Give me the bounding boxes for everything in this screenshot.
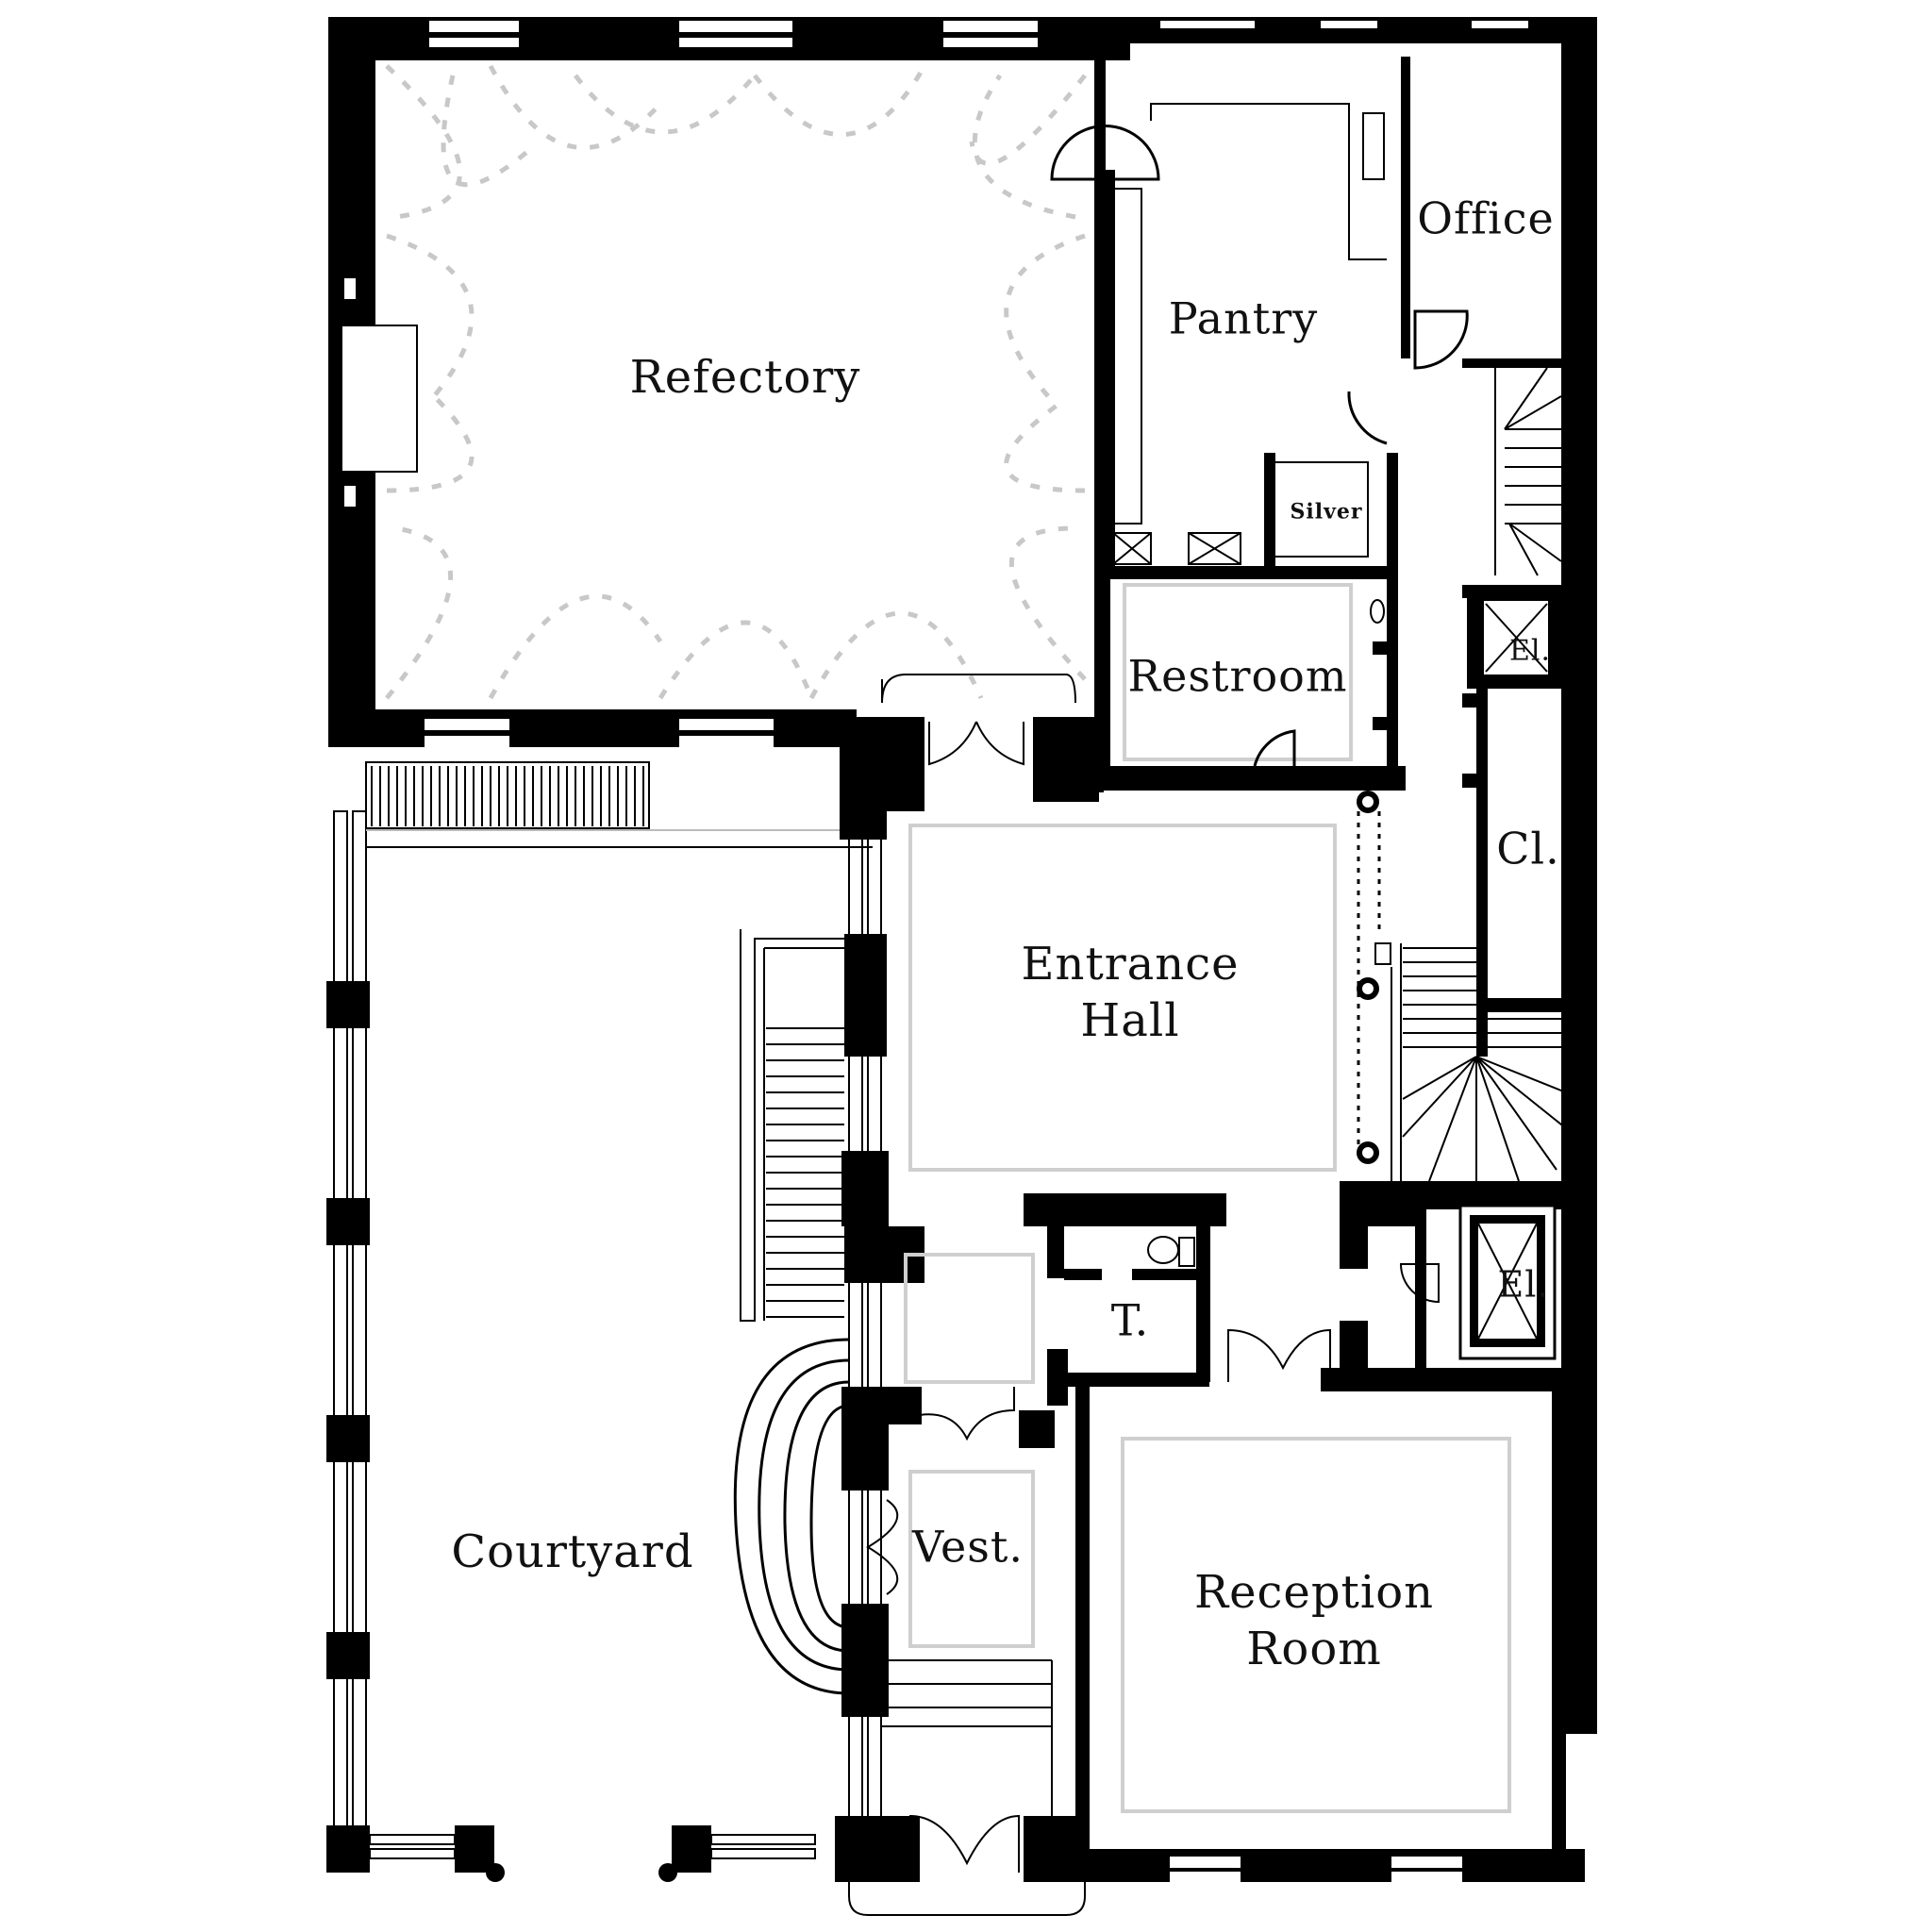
room-label-elevator-upper: El. xyxy=(1508,634,1552,668)
courtyard-stair-treads xyxy=(766,1027,844,1318)
service-doors xyxy=(1050,125,1469,445)
vestibule-area xyxy=(848,1253,1086,1916)
portico-grille xyxy=(371,766,644,826)
courtyard-walls xyxy=(326,761,873,1882)
entrance-hall-colonnade xyxy=(1357,791,1391,1164)
room-label-reception-room: Reception Room xyxy=(1194,1564,1434,1677)
entrance-hall-line1: Entrance xyxy=(1021,938,1240,991)
room-label-silver: Silver xyxy=(1290,499,1363,525)
reception-room-line1: Reception xyxy=(1193,1566,1435,1619)
room-label-toilet: T. xyxy=(1110,1294,1150,1346)
room-label-pantry: Pantry xyxy=(1168,292,1319,344)
room-label-elevator-lower: El. xyxy=(1497,1263,1550,1306)
entry-round-steps xyxy=(733,1338,850,1695)
refectory-walls xyxy=(328,17,1130,747)
courtyard-stair xyxy=(740,929,849,1322)
reception-room-line2: Room xyxy=(1246,1623,1382,1675)
room-label-entrance-hall: Entrance Hall xyxy=(1021,936,1239,1049)
room-label-closet: Cl. xyxy=(1496,823,1560,874)
room-label-courtyard: Courtyard xyxy=(451,1525,694,1578)
pantry-fixtures xyxy=(1108,103,1387,565)
service-stair xyxy=(1494,367,1562,576)
entrance-hall-line2: Hall xyxy=(1080,994,1180,1047)
main-stair-treads xyxy=(1403,947,1476,1048)
restroom-walls xyxy=(1099,566,1406,783)
reception-doors xyxy=(1227,1193,1594,1391)
toilet-room xyxy=(1024,1193,1226,1406)
room-label-refectory: Refectory xyxy=(629,351,861,404)
elevator-upper xyxy=(1467,585,1566,689)
refectory-ceiling-pattern xyxy=(385,64,1087,700)
room-label-restroom: Restroom xyxy=(1127,650,1348,702)
reception-room-walls xyxy=(1075,1387,1585,1883)
closet-walls xyxy=(1462,693,1488,809)
room-label-vestibule: Vest. xyxy=(912,1521,1024,1573)
elevator-lower xyxy=(1415,1193,1557,1373)
room-label-office: Office xyxy=(1417,192,1555,244)
